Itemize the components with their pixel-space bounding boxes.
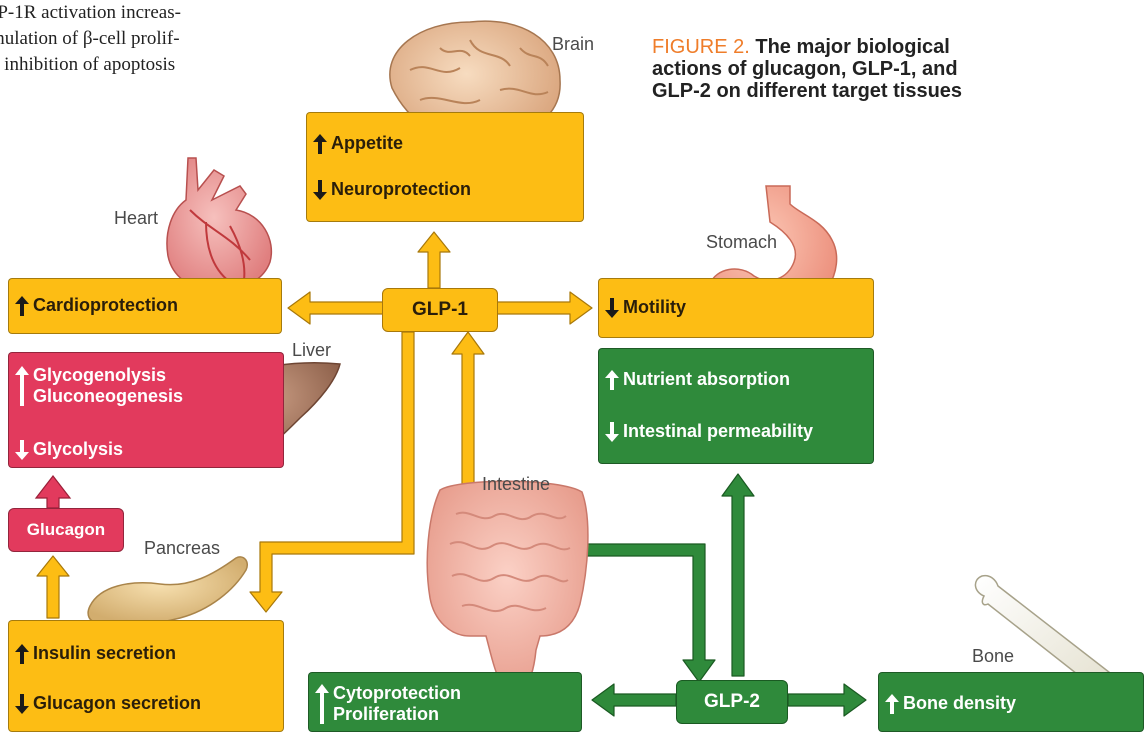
intestine-illustration — [427, 481, 588, 690]
effect-neuroprotection: Neuroprotection — [313, 179, 471, 200]
arrow-intestine-to-glp1 — [452, 332, 484, 490]
arrow-intestine-to-glp2 — [585, 544, 715, 682]
up-arrow-icon — [885, 694, 899, 714]
glp2-hub: GLP-2 — [676, 680, 788, 724]
bone-effects-box: Bone density — [878, 672, 1144, 732]
bone-label: Bone — [972, 646, 1014, 667]
effect-glucagon-secretion: Glucagon secretion — [15, 693, 201, 714]
pancreas-effects-box: Insulin secretion Glucagon secretion — [8, 620, 284, 732]
brain-effects-box: Appetite Neuroprotection — [306, 112, 584, 222]
up-arrow-icon — [15, 296, 29, 316]
liver-effects-box: Glycogenolysis Gluconeogenesis Glycolysi… — [8, 352, 284, 468]
down-arrow-icon — [605, 422, 619, 442]
effect-label: Neuroprotection — [331, 179, 471, 200]
up-arrow-icon — [315, 683, 329, 725]
effect-label: Proliferation — [333, 704, 461, 725]
liver-label: Liver — [292, 340, 331, 361]
effect-label: Nutrient absorption — [623, 369, 790, 390]
up-arrow-icon — [313, 134, 327, 154]
brain-label: Brain — [552, 34, 594, 55]
effect-label: Glucagon secretion — [33, 693, 201, 714]
intestine-effects-box: Nutrient absorption Intestinal permeabil… — [598, 348, 874, 464]
effect-motility: Motility — [605, 297, 686, 318]
arrow-glp2-to-intestinal-box — [722, 474, 754, 676]
arrow-glp1-to-heart — [288, 292, 384, 324]
arrow-glp2-to-bone — [788, 684, 866, 716]
arrow-glp2-to-cytoprotection — [592, 684, 676, 716]
heart-label: Heart — [114, 208, 158, 229]
effect-label: Motility — [623, 297, 686, 318]
effect-appetite: Appetite — [313, 133, 403, 154]
arrow-glucagon-to-liver — [36, 476, 70, 508]
arrow-glp1-to-stomach — [496, 292, 592, 324]
effect-glycogenolysis-gluconeogenesis: Glycogenolysis Gluconeogenesis — [15, 365, 183, 407]
effect-label: Glycolysis — [33, 439, 123, 460]
effect-label: Gluconeogenesis — [33, 386, 183, 407]
effect-cardioprotection: Cardioprotection — [15, 295, 178, 316]
pancreas-label: Pancreas — [144, 538, 220, 559]
down-arrow-icon — [605, 298, 619, 318]
glucagon-hub: Glucagon — [8, 508, 124, 552]
up-arrow-icon — [605, 370, 619, 390]
heart-effects-box: Cardioprotection — [8, 278, 282, 334]
effect-label: Appetite — [331, 133, 403, 154]
up-arrow-icon — [15, 644, 29, 664]
intestine-label: Intestine — [482, 474, 550, 495]
effect-label: Glycogenolysis — [33, 365, 183, 386]
down-arrow-icon — [313, 180, 327, 200]
effect-cytoprotection-proliferation: Cytoprotection Proliferation — [315, 683, 461, 725]
arrow-pancreas-to-glucagon — [37, 556, 69, 618]
effect-label: Cytoprotection — [333, 683, 461, 704]
cytoprotection-box: Cytoprotection Proliferation — [308, 672, 582, 732]
pancreas-illustration — [88, 557, 247, 625]
effect-nutrient-absorption: Nutrient absorption — [605, 369, 790, 390]
effect-insulin-secretion: Insulin secretion — [15, 643, 176, 664]
stomach-label: Stomach — [706, 232, 777, 253]
effect-bone-density: Bone density — [885, 693, 1016, 714]
arrow-glp1-to-brain — [418, 232, 450, 288]
up-arrow-icon — [15, 365, 29, 407]
glp1-hub: GLP-1 — [382, 288, 498, 332]
down-arrow-icon — [15, 440, 29, 460]
effect-intestinal-permeability: Intestinal permeability — [605, 421, 813, 442]
effect-label: Intestinal permeability — [623, 421, 813, 442]
effect-glycolysis: Glycolysis — [15, 439, 123, 460]
down-arrow-icon — [15, 694, 29, 714]
stomach-effects-box: Motility — [598, 278, 874, 338]
effect-label: Insulin secretion — [33, 643, 176, 664]
heart-illustration — [167, 158, 271, 290]
effect-label: Cardioprotection — [33, 295, 178, 316]
effect-label: Bone density — [903, 693, 1016, 714]
